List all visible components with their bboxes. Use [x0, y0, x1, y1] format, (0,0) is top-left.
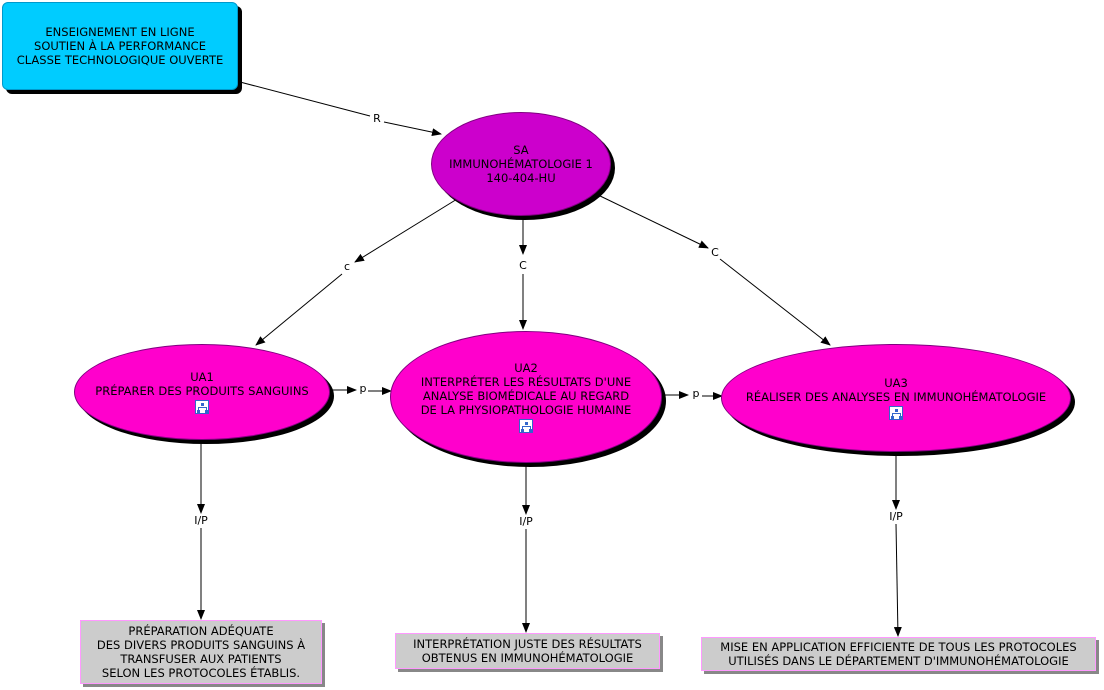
node-text: OBTENUS EN IMMUNOHÉMATOLOGIE — [421, 651, 634, 665]
node-text: SELON LES PROTOCOLES ÉTABLIS. — [101, 666, 301, 680]
edge-sa-to-c3 — [595, 193, 709, 249]
outcome-interpretation[interactable]: INTERPRÉTATION JUSTE DES RÉSULTATS OBTEN… — [395, 633, 660, 669]
submap-icon[interactable] — [195, 400, 209, 414]
outcome-protocols[interactable]: MISE EN APPLICATION EFFICIENTE DE TOUS L… — [701, 637, 1096, 671]
node-text: TRANSFUSER AUX PATIENTS — [120, 652, 282, 666]
outcome-preparation[interactable]: PRÉPARATION ADÉQUATE DES DIVERS PRODUITS… — [80, 620, 322, 684]
edge-label-ip1: I/P — [193, 514, 209, 527]
node-text: UA1 — [190, 370, 214, 384]
node-text: ANALYSE BIOMÉDICALE AU REGARD — [422, 389, 630, 403]
edge-label-ip2: I/P — [518, 515, 534, 528]
concept-ua1[interactable]: UA1 PRÉPARER DES PRODUITS SANGUINS — [74, 344, 330, 440]
edge-sa-to-c1 — [354, 195, 463, 263]
node-text: ENSEIGNEMENT EN LIGNE — [45, 25, 195, 39]
edge-label-c1: c — [342, 260, 352, 273]
node-text: SA — [513, 143, 529, 157]
node-text: DES DIVERS PRODUITS SANGUINS À — [96, 638, 306, 652]
node-text: CLASSE TECHNOLOGIQUE OUVERTE — [16, 53, 224, 67]
node-text: IMMUNOHÉMATOLOGIE 1 — [449, 157, 593, 171]
node-text: UA2 — [514, 361, 538, 375]
edge-label-p2: p — [691, 387, 701, 400]
edge-label-p1: p — [358, 382, 368, 395]
edge-label-c2: C — [518, 259, 528, 272]
node-text: INTERPRÉTATION JUSTE DES RÉSULTATS — [413, 637, 642, 651]
concept-sa-immunohematology[interactable]: SA IMMUNOHÉMATOLOGIE 1 140-404-HU — [431, 112, 611, 216]
node-text: UTILISÉS DANS LE DÉPARTEMENT D'IMMUNOHÉM… — [728, 654, 1069, 668]
node-text: RÉALISER DES ANALYSES EN IMMUNOHÉMATOLOG… — [745, 390, 1047, 404]
edge-c3-to-ua3 — [719, 258, 831, 346]
node-text: PRÉPARER DES PRODUITS SANGUINS — [95, 384, 309, 398]
concept-ua3[interactable]: UA3 RÉALISER DES ANALYSES EN IMMUNOHÉMAT… — [721, 344, 1071, 452]
edge-r-to-sa — [383, 121, 442, 137]
edge-top-to-r — [239, 81, 371, 117]
edge-label-c3: C — [710, 246, 720, 259]
node-text: MISE EN APPLICATION EFFICIENTE DE TOUS L… — [720, 640, 1077, 654]
edge-label-ip3: I/P — [888, 510, 904, 523]
concept-online-learning[interactable]: ENSEIGNEMENT EN LIGNE SOUTIEN À LA PERFO… — [2, 2, 238, 90]
submap-icon[interactable] — [889, 406, 903, 420]
node-text: UA3 — [884, 376, 908, 390]
node-text: PRÉPARATION ADÉQUATE — [128, 624, 274, 638]
node-text: INTERPRÉTER LES RÉSULTATS D'UNE — [420, 375, 632, 389]
concept-ua2[interactable]: UA2 INTERPRÉTER LES RÉSULTATS D'UNE ANAL… — [390, 331, 662, 463]
node-text: 140-404-HU — [486, 171, 556, 185]
edge-c1-to-ua1 — [255, 273, 343, 346]
edge-ip3-to-out3 — [893, 523, 902, 637]
node-text: SOUTIEN À LA PERFORMANCE — [34, 39, 206, 53]
edge-label-r: R — [372, 112, 382, 125]
submap-icon[interactable] — [519, 419, 533, 433]
node-text: DE LA PHYSIOPATHOLOGIE HUMAINE — [420, 403, 632, 417]
